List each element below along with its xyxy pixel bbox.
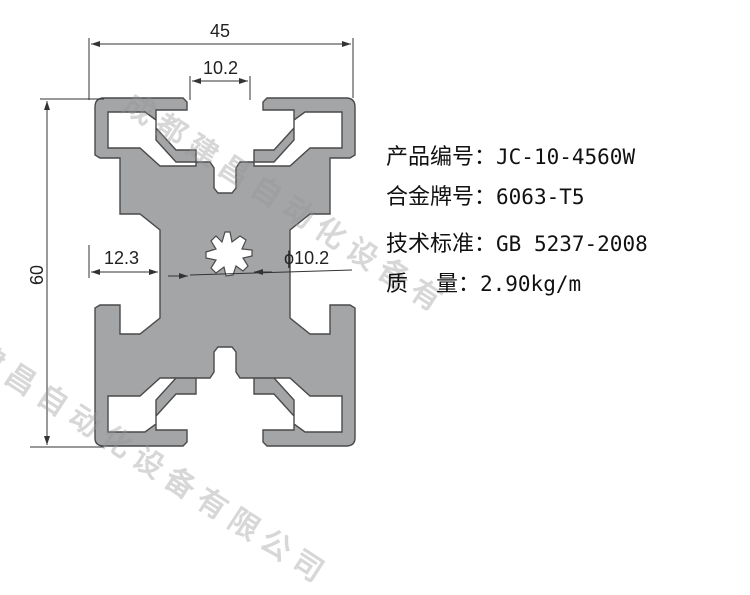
spec-label: 技术标准 (386, 232, 475, 257)
dim-offset-12-3: 12.3 (104, 248, 139, 268)
dimension-lines (30, 38, 354, 448)
dim-width-45: 45 (210, 21, 230, 41)
dim-slot-10-2: 10.2 (203, 58, 238, 78)
spec-value: 2.90kg/m (479, 272, 582, 296)
spec-row-standard: 技术标准：GB 5237-2008 (386, 227, 648, 261)
spec-label: 产品编号 (386, 145, 475, 170)
spec-value: JC-10-4560W (496, 145, 636, 169)
dimension-labels: 45 10.2 12.3 ϕ10.2 60 (27, 21, 329, 285)
dim-height-60: 60 (27, 265, 47, 285)
center-bore (205, 231, 253, 277)
spec-label: 合金牌号 (386, 185, 475, 210)
spec-row-alloy: 合金牌号：6063-T5 (386, 180, 585, 214)
dim-bore-10-2: ϕ10.2 (284, 248, 329, 268)
spec-value: 6063-T5 (496, 185, 585, 209)
spec-label: 质 量 (386, 272, 458, 297)
profile-drawing: 45 10.2 12.3 ϕ10.2 60 (27, 21, 356, 448)
spec-row-weight: 质 量：2.90kg/m (386, 267, 581, 301)
spec-row-product-code: 产品编号：JC-10-4560W (386, 140, 635, 174)
spec-value: GB 5237-2008 (496, 232, 648, 256)
profile-body (94, 97, 356, 447)
